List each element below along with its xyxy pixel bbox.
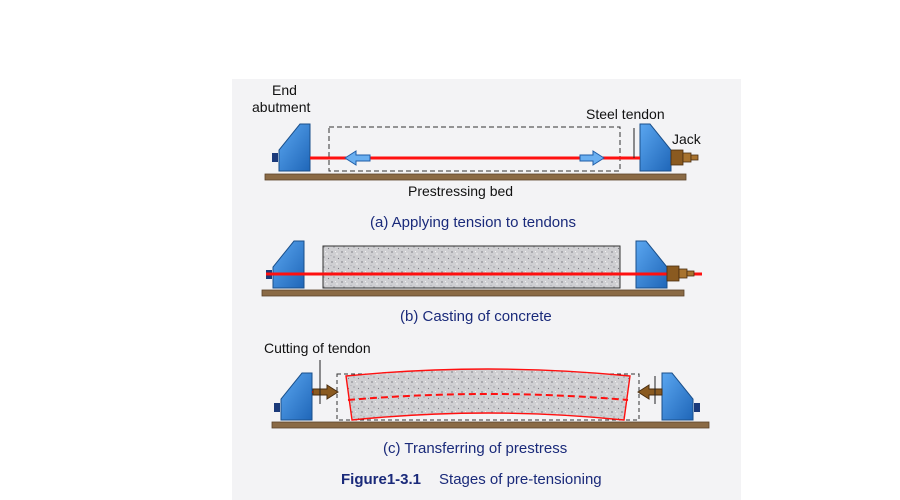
anchor-left-a bbox=[272, 153, 278, 162]
end-abutment-label-line2: abutment bbox=[252, 99, 310, 115]
stage-b: (b) Casting of concrete bbox=[261, 240, 702, 325]
caption-b: (b) Casting of concrete bbox=[400, 308, 552, 325]
caption-c: (c) Transferring of prestress bbox=[383, 440, 567, 457]
concrete-member-b bbox=[322, 245, 621, 289]
end-abutment-right-c bbox=[661, 372, 694, 421]
transfer-arrow-right bbox=[637, 384, 663, 400]
end-abutment-left-b bbox=[272, 240, 305, 289]
figure-number: Figure1-3.1 bbox=[341, 471, 421, 488]
end-abutment-left-c bbox=[280, 372, 313, 421]
figure-title: Stages of pre-tensioning bbox=[439, 471, 602, 488]
jack-label: Jack bbox=[672, 131, 702, 147]
prestressing-bed-label: Prestressing bed bbox=[408, 183, 513, 199]
steel-tendon-label: Steel tendon bbox=[586, 106, 665, 122]
bed-b bbox=[261, 289, 685, 297]
tension-arrow-right bbox=[579, 150, 605, 166]
jack-b bbox=[666, 265, 695, 282]
anchor-left-c bbox=[274, 403, 280, 412]
tension-arrow-left bbox=[344, 150, 371, 166]
anchor-right-c bbox=[694, 403, 700, 412]
end-abutment-label-line1: End bbox=[272, 82, 297, 98]
prestress-tendon-dashed bbox=[347, 393, 629, 401]
bed-a bbox=[264, 173, 687, 181]
bed-c bbox=[271, 421, 710, 429]
jack bbox=[670, 149, 699, 166]
cambered-concrete-member bbox=[345, 368, 631, 421]
cutting-of-tendon-label: Cutting of tendon bbox=[264, 340, 371, 356]
end-abutment-left-a bbox=[278, 123, 311, 172]
figure-caption: Figure1-3.1 Stages of pre-tensioning bbox=[341, 471, 602, 488]
caption-a: (a) Applying tension to tendons bbox=[370, 214, 576, 231]
transfer-arrow-left bbox=[312, 384, 339, 400]
stage-a: End abutment Steel tendon Jack Prestress… bbox=[252, 82, 702, 231]
prestressing-bed-outline bbox=[328, 126, 621, 172]
stage-c: Cutting of tendon (c) Transferring of pr… bbox=[264, 340, 710, 457]
